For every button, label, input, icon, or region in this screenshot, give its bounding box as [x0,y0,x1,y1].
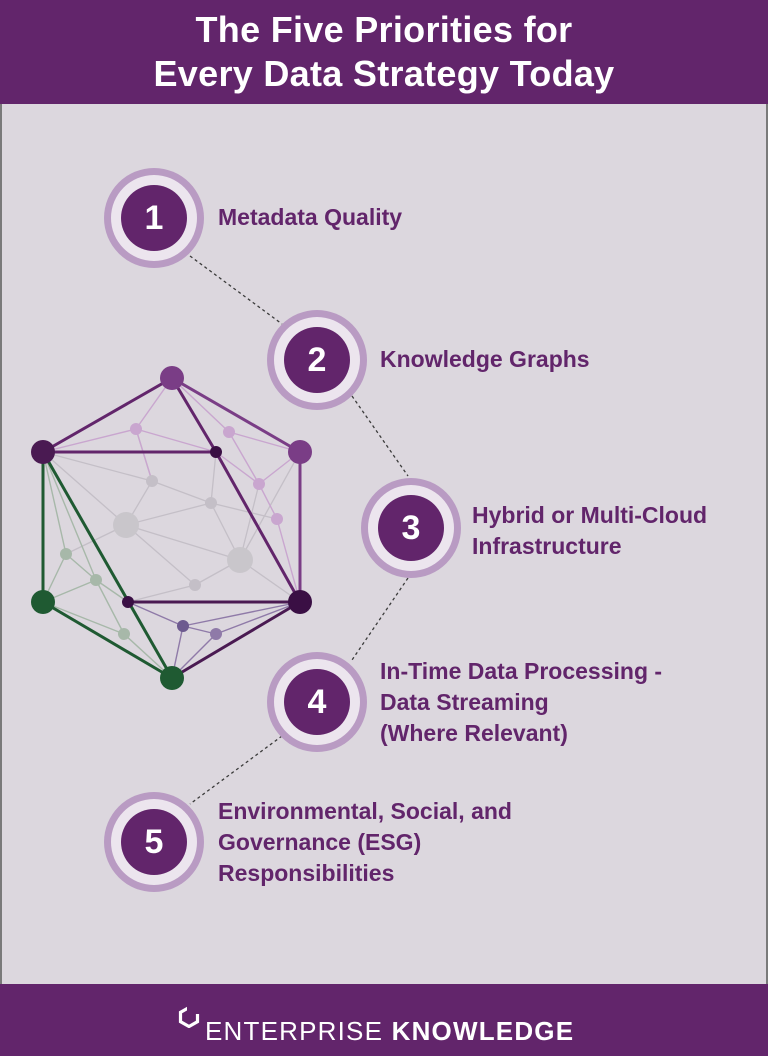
title-line-1: The Five Priorities for [195,9,573,50]
connector-1-2 [189,255,283,325]
priority-3-badge: 3 [361,478,461,578]
company-brand-name: ENTERPRISE KNOWLEDGE [205,1016,574,1047]
company-logo-icon [178,1006,200,1028]
network-hexagon-graphic [31,366,312,690]
priority-4-number: 4 [284,669,350,735]
priority-5-label: Environmental, Social, and Governance (E… [218,798,512,886]
priority-5-number: 5 [121,809,187,875]
priority-1-label: Metadata Quality [218,204,403,230]
content-panel [0,104,768,984]
dotted-connectors [189,255,409,805]
priority-3-number: 3 [378,495,444,561]
priority-2-label: Knowledge Graphs [380,346,590,372]
priority-4-badge: 4 [267,652,367,752]
connector-3-4 [351,577,409,661]
priority-1-number: 1 [121,185,187,251]
footer-banner: ENTERPRISE KNOWLEDGE [0,984,768,1056]
brand-word-knowledge: KNOWLEDGE [391,1016,575,1046]
title-line-2: Every Data Strategy Today [153,53,615,94]
priority-5-badge: 5 [104,792,204,892]
priority-2-number: 2 [284,327,350,393]
connector-4-5 [189,735,283,805]
priority-2-badge: 2 [267,310,367,410]
brand-word-enterprise: ENTERPRISE [205,1016,384,1046]
priority-1-badge: 1 [104,168,204,268]
priority-3-label: Hybrid or Multi-Cloud Infrastructure [472,502,708,559]
priority-4-label: In-Time Data Processing - Data Streaming… [380,658,663,746]
header-banner: The Five Priorities for Every Data Strat… [0,0,768,104]
connector-2-3 [351,395,409,477]
